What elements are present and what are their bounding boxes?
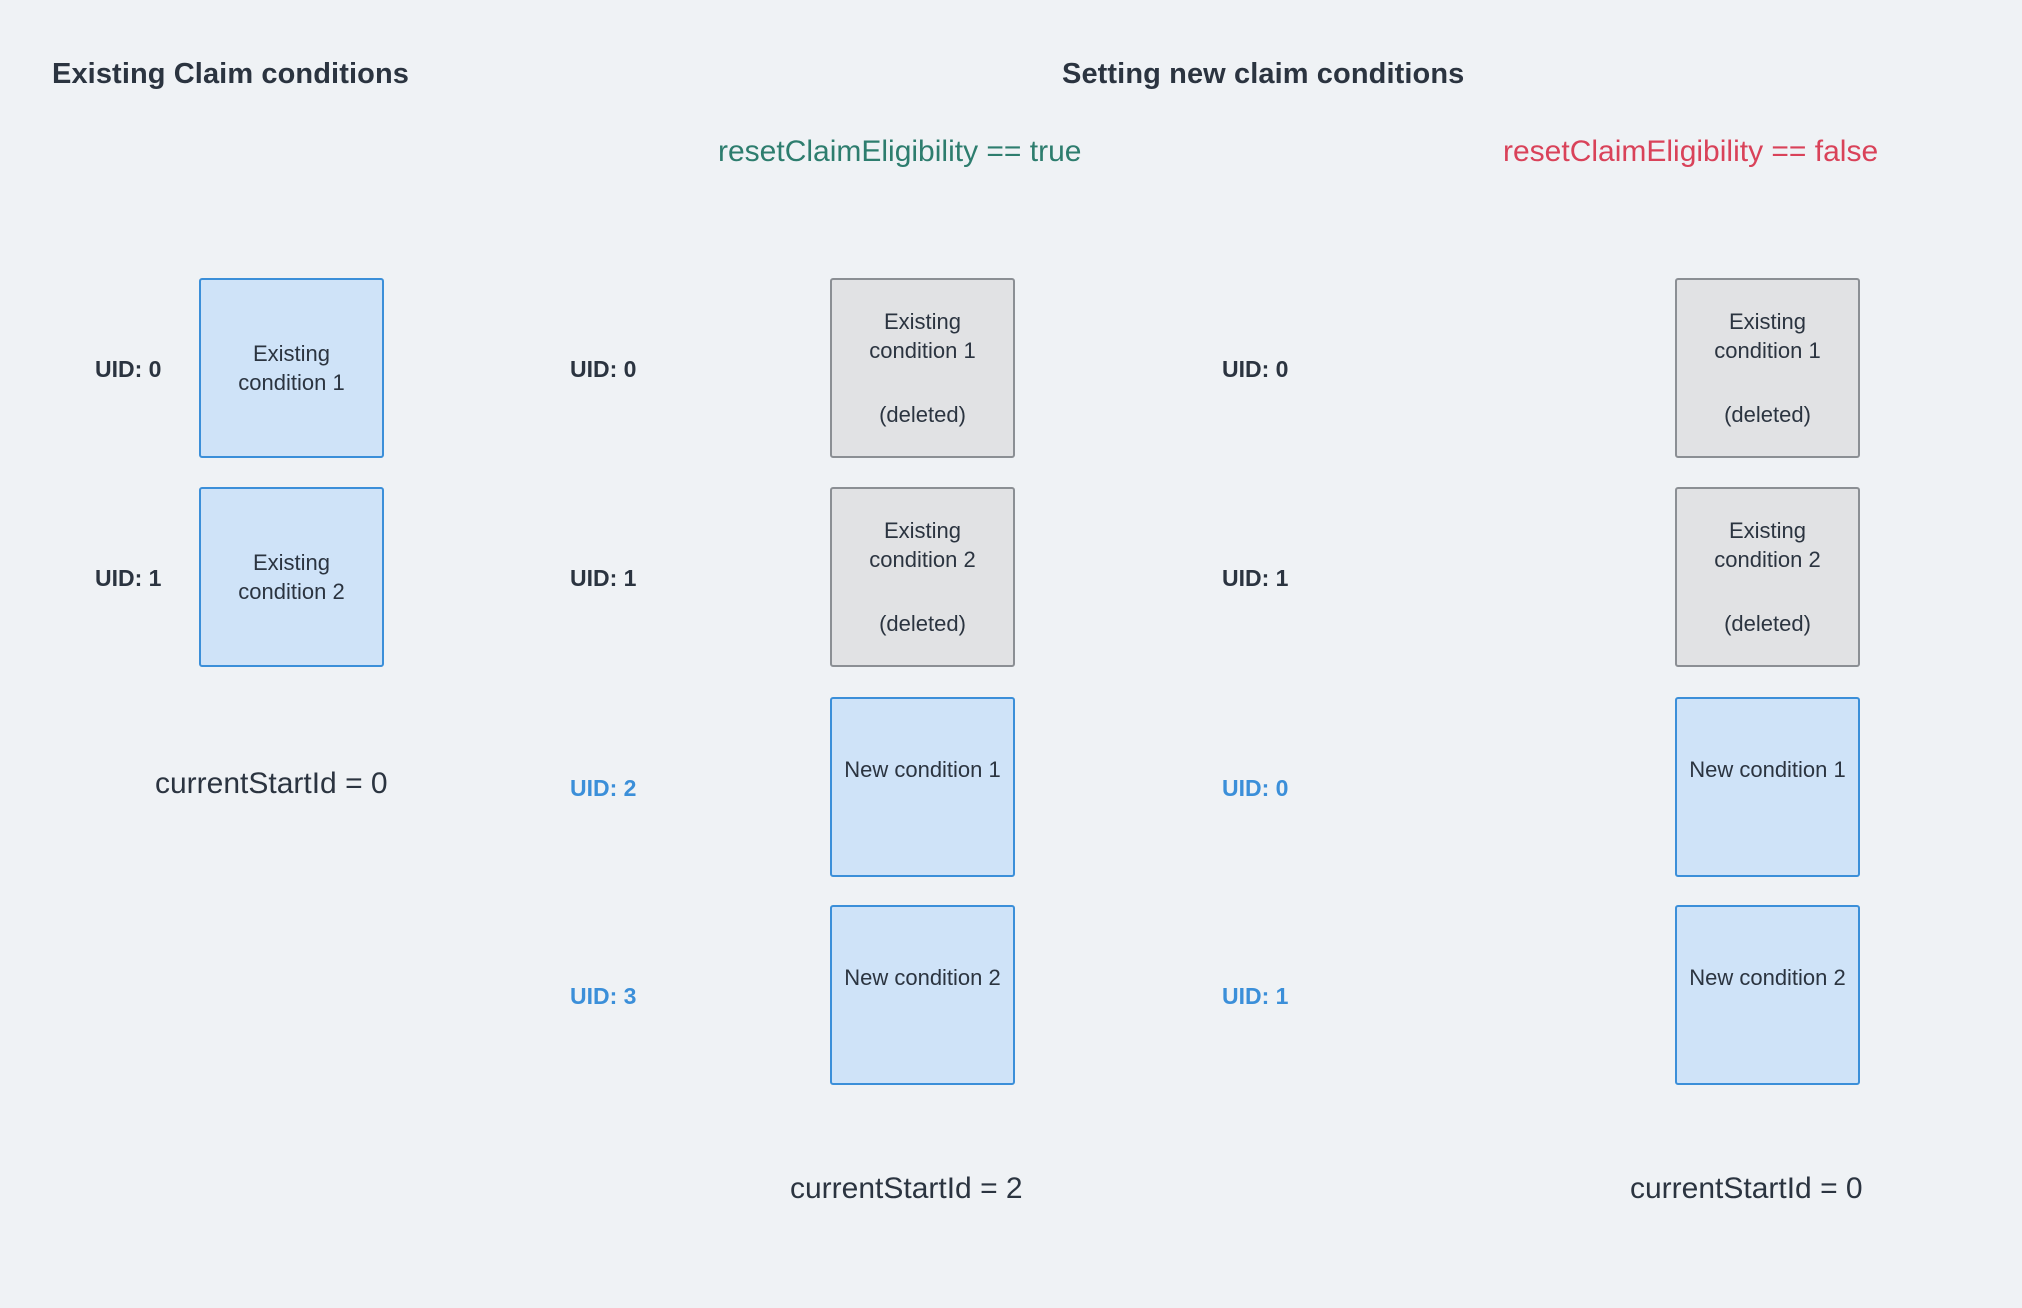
column-existing-conditions: UID: 0 Existing condition 1 UID: 1 Existing…	[0, 0, 640, 1308]
condition-box: New condition 1	[1675, 697, 1860, 877]
condition-box-title: Existing condition 2	[238, 549, 345, 604]
page-title-new: Setting new claim conditions	[1062, 58, 1465, 90]
uid-label: UID: 0	[1222, 356, 1289, 382]
uid-label: UID: 1	[1222, 565, 1289, 591]
current-start-id-existing: currentStartId = 0	[155, 767, 388, 800]
condition-box: Existing condition 1 (deleted)	[1675, 278, 1860, 458]
condition-box-title: Existing condition 1	[238, 340, 345, 395]
condition-box: Existing condition 1	[199, 278, 384, 458]
current-start-id-reset-true: currentStartId = 2	[790, 1172, 1023, 1205]
condition-box-title: New condition 2	[844, 965, 1001, 990]
condition-box: Existing condition 2	[199, 487, 384, 667]
column-reset-eligibility-true: UID: 0 Existing condition 1 (deleted) UID: …	[570, 0, 1280, 1308]
condition-box-status: (deleted)	[1724, 401, 1811, 427]
condition-box-status: (deleted)	[1724, 610, 1811, 636]
condition-box: Existing condition 2 (deleted)	[830, 487, 1015, 667]
condition-box-title: Existing condition 1	[1714, 309, 1821, 364]
column-reset-eligibility-false: UID: 0 Existing condition 1 (deleted) UID: …	[1222, 0, 2020, 1308]
condition-box: Existing condition 2 (deleted)	[1675, 487, 1860, 667]
condition-box-status: (deleted)	[879, 610, 966, 636]
page-title-existing: Existing Claim conditions	[52, 58, 409, 90]
condition-box-title: Existing condition 1	[869, 309, 976, 364]
uid-label: UID: 2	[570, 775, 637, 801]
condition-box: New condition 1	[830, 697, 1015, 877]
condition-box: New condition 2	[830, 905, 1015, 1085]
uid-label: UID: 0	[1222, 775, 1289, 801]
uid-label: UID: 1	[95, 565, 162, 591]
uid-label: UID: 1	[570, 565, 637, 591]
condition-box: New condition 2	[1675, 905, 1860, 1085]
condition-box-title: Existing condition 2	[869, 518, 976, 573]
uid-label: UID: 0	[570, 356, 637, 382]
condition-label-reset-true: resetClaimEligibility == true	[718, 135, 1082, 168]
uid-label: UID: 0	[95, 356, 162, 382]
condition-box-status: (deleted)	[879, 401, 966, 427]
condition-box-title: New condition 2	[1689, 965, 1846, 990]
condition-label-reset-false: resetClaimEligibility == false	[1503, 135, 1879, 168]
condition-box-title: Existing condition 2	[1714, 518, 1821, 573]
current-start-id-reset-false: currentStartId = 0	[1630, 1172, 1863, 1205]
uid-label: UID: 3	[570, 983, 637, 1009]
uid-label: UID: 1	[1222, 983, 1289, 1009]
condition-box-title: New condition 1	[844, 757, 1001, 782]
condition-box: Existing condition 1 (deleted)	[830, 278, 1015, 458]
condition-box-title: New condition 1	[1689, 757, 1846, 782]
